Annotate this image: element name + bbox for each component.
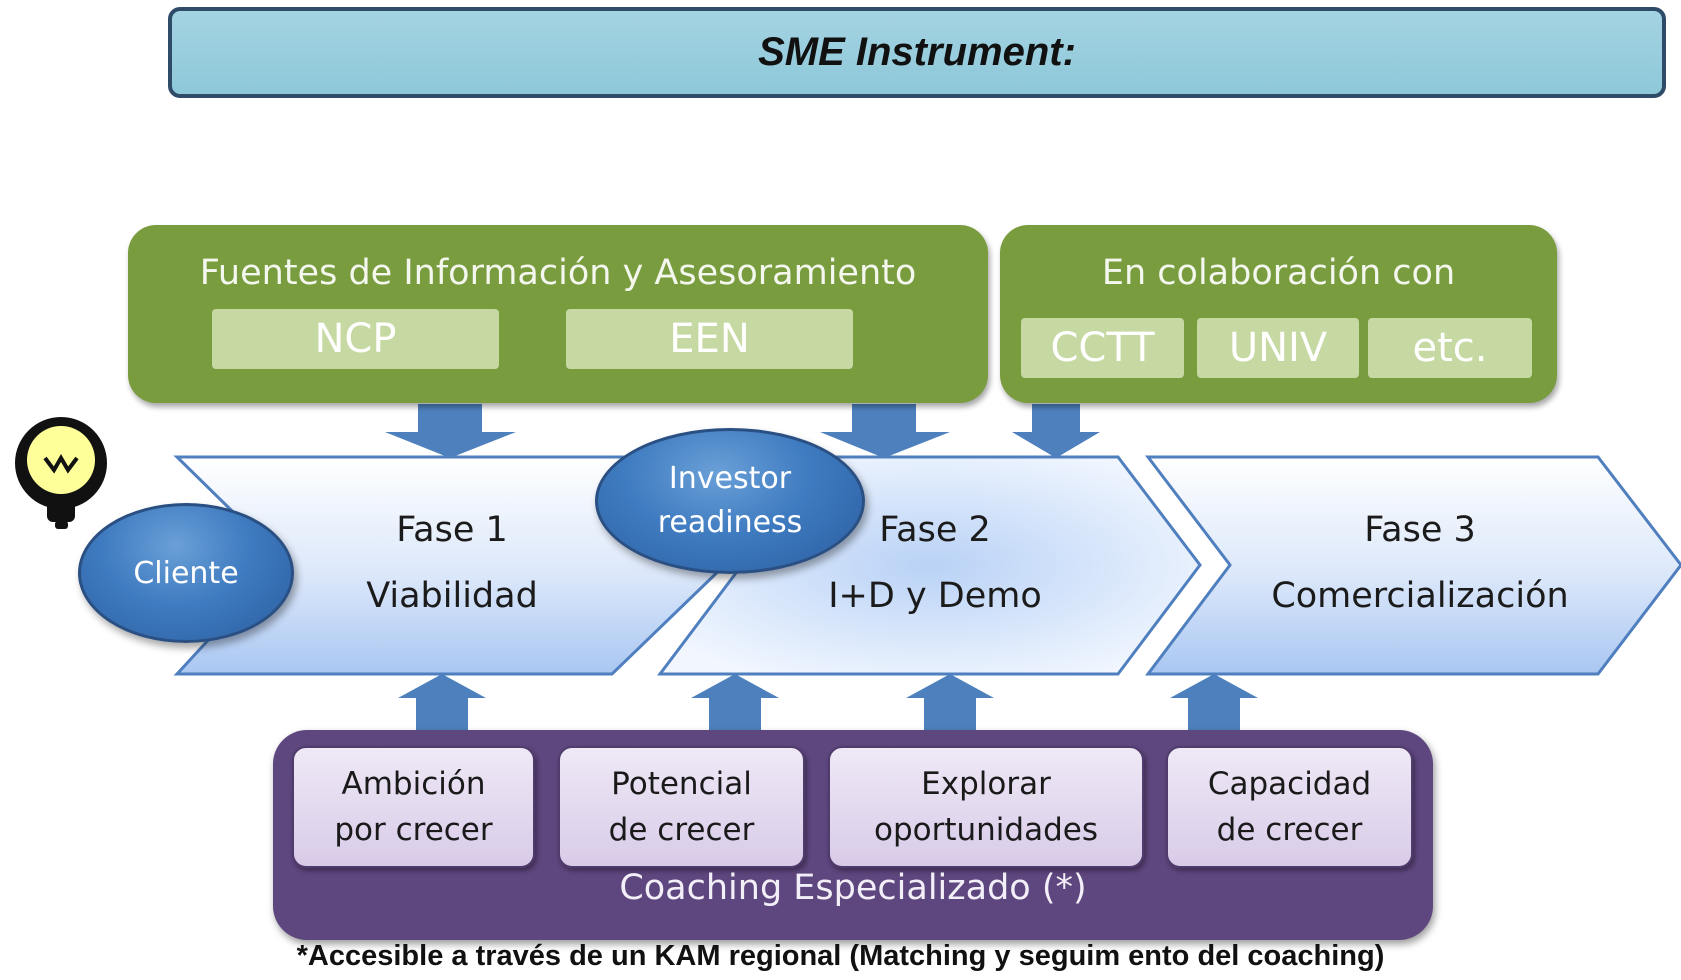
up-arrow-2 (691, 674, 779, 730)
phase-3-chevron (1144, 455, 1681, 676)
up-arrows (398, 674, 1258, 730)
coaching-label: Coaching Especializado (*) (619, 868, 1087, 908)
collaboration-heading: En colaboración con (1101, 253, 1456, 293)
page-title: SME Instrument: (758, 30, 1076, 74)
collaboration-box: En colaboración con CCTT UNIV etc. (1000, 225, 1557, 403)
phase-3-desc: Comercialización (1271, 576, 1569, 616)
coaching-item-line1: Capacidad (1207, 766, 1372, 802)
coaching-item-line2: por crecer (334, 812, 493, 848)
coaching-item-line2: de crecer (1216, 812, 1363, 848)
lightbulb-icon (15, 417, 107, 529)
phase-3-name: Fase 3 (1364, 510, 1476, 550)
client-ellipse: Cliente (78, 503, 294, 643)
phase-3-text: Fase 3 Comercialización (1235, 497, 1605, 629)
coaching-item-line1: Potencial (611, 766, 752, 802)
cctt-pill: CCTT (1021, 318, 1184, 378)
coaching-item-line1: Ambición (341, 766, 486, 802)
coaching-item-capacidad: Capacidad de crecer (1166, 746, 1413, 868)
client-label: Cliente (133, 555, 239, 591)
phase-2-name: Fase 2 (879, 510, 991, 550)
ncp-pill: NCP (212, 309, 499, 369)
title-bar: SME Instrument: (168, 7, 1666, 98)
phase-2-text: Fase 2 I+D y Demo (800, 497, 1070, 629)
down-arrow-1 (385, 404, 516, 458)
up-arrow-1 (398, 674, 486, 730)
coaching-item-explorar: Explorar oportunidades (828, 746, 1144, 868)
phase-1-desc: Viabilidad (366, 576, 538, 616)
down-arrows (385, 404, 1100, 458)
coaching-item-line2: oportunidades (874, 812, 1098, 848)
coaching-item-line1: Explorar (921, 766, 1051, 802)
etc-pill: etc. (1368, 318, 1532, 378)
coaching-item-ambicion: Ambición por crecer (292, 746, 535, 868)
footnote: *Accesible a través de un KAM regional (… (296, 940, 1385, 972)
investor-label-line1: Investor (668, 461, 792, 496)
coaching-item-line2: de crecer (608, 812, 755, 848)
phase-1-text: Fase 1 Viabilidad (322, 497, 582, 629)
down-arrow-3 (1012, 404, 1100, 458)
down-arrow-2 (820, 404, 950, 458)
phase-2-desc: I+D y Demo (828, 576, 1042, 616)
info-sources-heading: Fuentes de Información y Asesoramiento (199, 253, 917, 293)
een-pill: EEN (566, 309, 853, 369)
univ-pill: UNIV (1197, 318, 1359, 378)
up-arrow-3 (906, 674, 994, 730)
coaching-item-potencial: Potencial de crecer (558, 746, 805, 868)
investor-label-line2: readiness (657, 505, 803, 540)
phase-1-name: Fase 1 (396, 510, 508, 550)
up-arrow-4 (1170, 674, 1258, 730)
investor-readiness-ellipse: Investor readiness (595, 428, 865, 574)
info-sources-box: Fuentes de Información y Asesoramiento N… (128, 225, 988, 403)
